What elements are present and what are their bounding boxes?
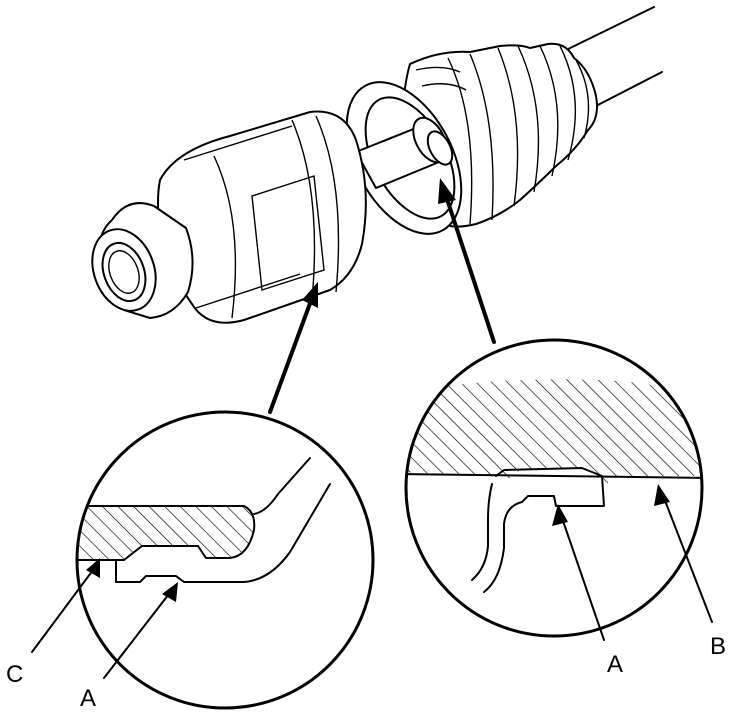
- splined-end: [91, 202, 194, 319]
- label-a-right: A: [607, 651, 623, 678]
- leader-a-left: [103, 582, 178, 679]
- detail-circle-right: [404, 338, 704, 638]
- driveshaft-assembly: [91, 6, 663, 324]
- detail-arrow-right: [438, 178, 496, 344]
- label-b: B: [710, 633, 726, 660]
- label-c: C: [6, 661, 23, 688]
- label-a-left: A: [80, 685, 96, 712]
- leader-a-right: [552, 504, 605, 641]
- leader-c: [31, 558, 100, 653]
- axle-shaft: [561, 6, 663, 109]
- detail-arrow-left: [268, 282, 318, 414]
- hatched-boot-section: [406, 379, 702, 486]
- leader-b: [654, 484, 713, 623]
- hatched-housing-section: [77, 505, 256, 561]
- inner-shaft: [355, 116, 454, 189]
- joint-housing: [157, 110, 367, 324]
- detail-circle-left: [75, 410, 375, 710]
